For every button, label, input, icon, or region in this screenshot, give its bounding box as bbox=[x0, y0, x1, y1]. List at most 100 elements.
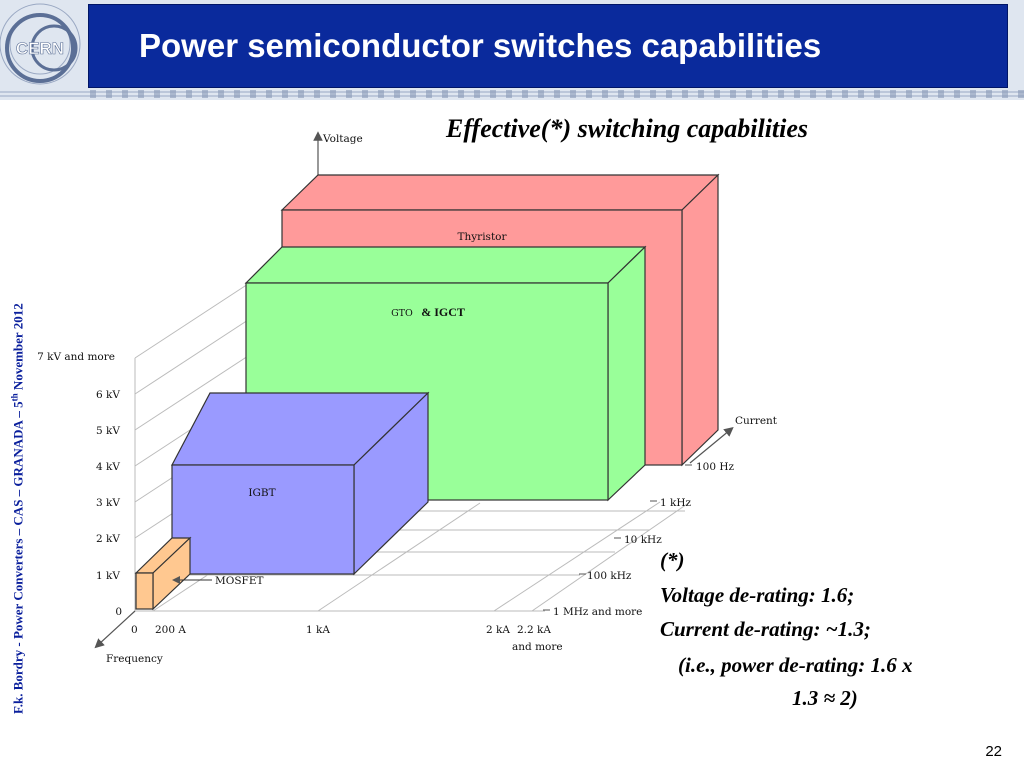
banner-dot bbox=[730, 90, 736, 98]
banner-dot bbox=[586, 90, 592, 98]
banner-dot bbox=[490, 90, 496, 98]
note-current: Current de-rating: ~1.3; bbox=[660, 617, 871, 641]
banner-dot bbox=[474, 90, 480, 98]
banner-dot bbox=[666, 90, 672, 98]
label-gto: GTO & IGCT bbox=[391, 303, 465, 320]
banner-dot bbox=[186, 90, 192, 98]
banner-dot bbox=[618, 90, 624, 98]
banner-dot bbox=[650, 90, 656, 98]
header-banner: CERN Power semiconductor switches capabi… bbox=[0, 0, 1024, 100]
banner-dot bbox=[458, 90, 464, 98]
label-mosfet: MOSFET bbox=[215, 575, 264, 587]
mosfet-box bbox=[134, 536, 192, 611]
note-voltage: Voltage de-rating: 1.6; bbox=[660, 583, 855, 607]
banner-dot bbox=[106, 90, 112, 98]
banner-dot bbox=[202, 90, 208, 98]
note-power: (i.e., power de-rating: 1.6 x bbox=[678, 653, 913, 677]
banner-dot bbox=[506, 90, 512, 98]
banner-dot bbox=[602, 90, 608, 98]
banner-dot bbox=[746, 90, 752, 98]
banner-dot bbox=[938, 90, 944, 98]
banner-dot bbox=[858, 90, 864, 98]
banner-dot bbox=[90, 90, 96, 98]
banner-dot bbox=[554, 90, 560, 98]
ctick-2: 1 kA bbox=[306, 624, 330, 636]
ctick-5: and more bbox=[512, 641, 563, 653]
banner-dot bbox=[378, 90, 384, 98]
note-power-cont: 1.3 ≈ 2) bbox=[792, 686, 858, 710]
banner-dot bbox=[154, 90, 160, 98]
vtick-7: 7 kV and more bbox=[37, 351, 115, 363]
axis-current: Current bbox=[735, 415, 778, 427]
note-marker: (*) bbox=[660, 548, 685, 572]
ctick-4: 2.2 kA bbox=[517, 624, 551, 636]
ftick-2: 10 kHz bbox=[624, 534, 662, 546]
banner-dot bbox=[314, 90, 320, 98]
label-gto-small: GTO bbox=[391, 308, 413, 319]
banner-dot bbox=[906, 90, 912, 98]
banner-dot bbox=[266, 90, 272, 98]
banner-dot bbox=[122, 90, 128, 98]
logo-text: CERN bbox=[16, 39, 64, 58]
cern-logo: CERN bbox=[2, 4, 84, 88]
igbt-box bbox=[171, 391, 430, 576]
banner-dot bbox=[826, 90, 832, 98]
title-box: Power semiconductor switches capabilitie… bbox=[88, 4, 1008, 88]
banner-dot bbox=[794, 90, 800, 98]
banner-dot bbox=[842, 90, 848, 98]
label-igbt: IGBT bbox=[248, 487, 275, 499]
label-thyristor: Thyristor bbox=[457, 231, 507, 243]
ftick-0: 100 Hz bbox=[696, 461, 735, 473]
banner-dot bbox=[298, 90, 304, 98]
banner-dot bbox=[778, 90, 784, 98]
diagram-subtitle: Effective(*) switching capabilities bbox=[446, 114, 809, 143]
axis-frequency: Frequency bbox=[106, 653, 163, 665]
banner-dot bbox=[426, 90, 432, 98]
banner-dot bbox=[362, 90, 368, 98]
banner-dot bbox=[346, 90, 352, 98]
banner-dot bbox=[682, 90, 688, 98]
banner-dot bbox=[890, 90, 896, 98]
banner-dot bbox=[282, 90, 288, 98]
banner-dot bbox=[442, 90, 448, 98]
banner-dot bbox=[986, 90, 992, 98]
banner-dot bbox=[810, 90, 816, 98]
banner-dot bbox=[522, 90, 528, 98]
vtick-1: 1 kV bbox=[96, 570, 120, 582]
ctick-1: 200 A bbox=[155, 624, 186, 636]
ftick-4: 1 MHz and more bbox=[553, 606, 642, 618]
banner-dot bbox=[762, 90, 768, 98]
vtick-0: 0 bbox=[115, 606, 122, 618]
ctick-0: 0 bbox=[131, 624, 138, 636]
banner-dot bbox=[1002, 90, 1008, 98]
banner-dot bbox=[874, 90, 880, 98]
banner-dot bbox=[138, 90, 144, 98]
banner-dot bbox=[570, 90, 576, 98]
page-number: 22 bbox=[985, 743, 1002, 760]
voltage-ticks: 0 1 kV 2 kV 3 kV 4 kV 5 kV 6 kV 7 kV and… bbox=[37, 351, 122, 618]
vtick-5: 5 kV bbox=[96, 425, 120, 437]
frequency-ticks: 100 Hz 1 kHz 10 kHz 100 kHz 1 MHz and mo… bbox=[543, 461, 735, 618]
banner-dot bbox=[922, 90, 928, 98]
banner-dot bbox=[970, 90, 976, 98]
banner-dot bbox=[714, 90, 720, 98]
banner-dot bbox=[250, 90, 256, 98]
axis-voltage: Voltage bbox=[322, 133, 363, 145]
banner-dot bbox=[634, 90, 640, 98]
banner-dot bbox=[170, 90, 176, 98]
banner-dot bbox=[394, 90, 400, 98]
banner-dot bbox=[954, 90, 960, 98]
banner-dot bbox=[234, 90, 240, 98]
vtick-2: 2 kV bbox=[96, 533, 120, 545]
banner-dot bbox=[330, 90, 336, 98]
vtick-6: 6 kV bbox=[96, 389, 120, 401]
ctick-3: 2 kA bbox=[486, 624, 510, 636]
banner-dot bbox=[410, 90, 416, 98]
ftick-3: 100 kHz bbox=[587, 570, 632, 582]
banner-dot bbox=[218, 90, 224, 98]
banner-dot bbox=[1018, 90, 1024, 98]
vtick-3: 3 kV bbox=[96, 497, 120, 509]
label-gto-bold: & IGCT bbox=[421, 305, 465, 319]
banner-dot bbox=[698, 90, 704, 98]
switching-diagram: Thyristor GTO & IGCT IGBT MOSFET Voltage… bbox=[37, 131, 778, 665]
